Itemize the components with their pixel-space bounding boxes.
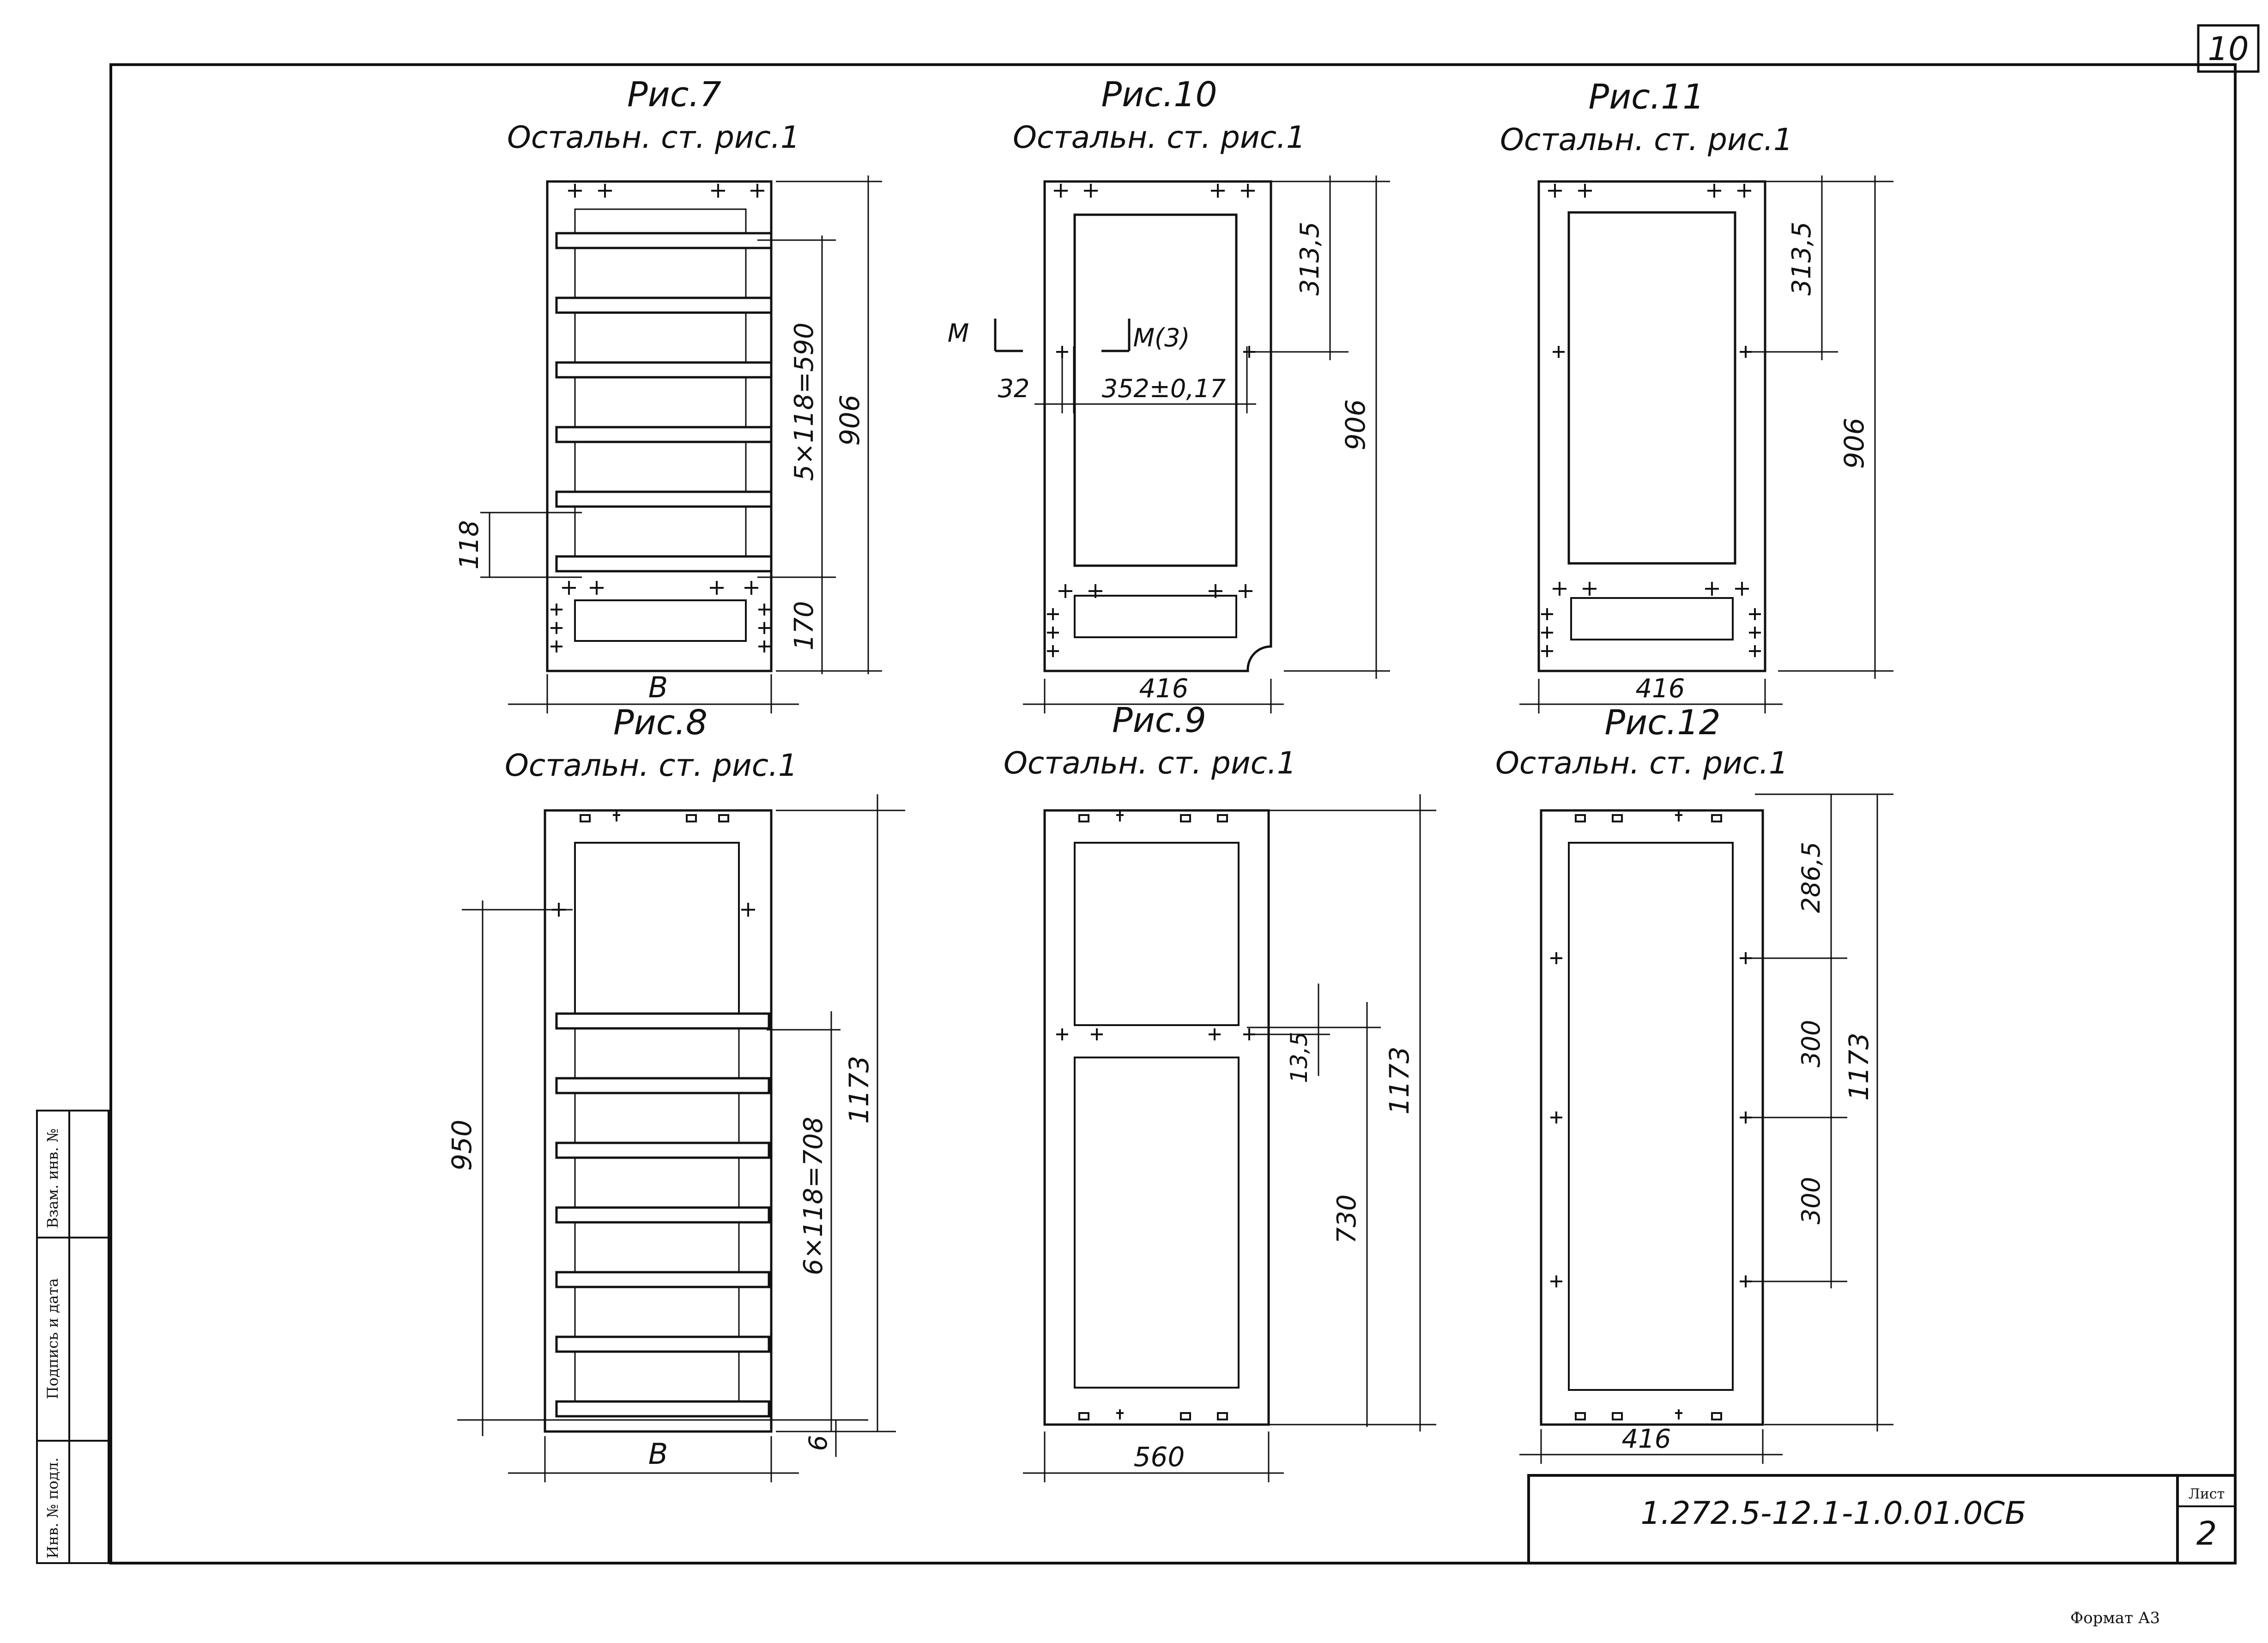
- figure-11: [1519, 175, 1893, 713]
- list-number: 2: [2196, 1515, 2217, 1552]
- figure-9: [1023, 794, 1436, 1482]
- fig9-fasteners: [1056, 811, 1255, 1420]
- fig12-title: Рис.12: [1604, 703, 1720, 743]
- fig8-left-label: 950: [446, 1120, 478, 1171]
- format-label: Формат А3: [2070, 1609, 2160, 1627]
- fig12-dimension-lines: [1519, 793, 1893, 1464]
- sheet-frame: [109, 24, 2260, 1564]
- title-block: [1527, 1474, 2235, 1563]
- fig7-rungs: [555, 232, 773, 573]
- fig7-fasteners: [550, 184, 770, 652]
- figure-10: [994, 175, 1390, 713]
- fig10-span-label: 352±0,17: [1102, 374, 1226, 403]
- figure-7: [480, 175, 882, 713]
- fig12-subtitle: Остальн. ст. рис.1: [1495, 745, 1788, 781]
- fig7-width-label: В: [648, 670, 668, 704]
- fig8-title: Рис.8: [613, 703, 708, 743]
- fig10-height-label: 906: [1340, 399, 1371, 451]
- fig12-top-label: 286,5: [1796, 842, 1826, 913]
- fig11-title: Рис.11: [1588, 77, 1704, 117]
- fig7-subtitle: Остальн. ст. рис.1: [507, 120, 800, 155]
- side-stamp: [36, 1110, 109, 1564]
- fig10-fasteners: [1047, 184, 1255, 657]
- fig10-title: Рис.10: [1101, 75, 1217, 115]
- fig8-width-label: В: [648, 1437, 668, 1471]
- fig8-height-label: 1173: [843, 1056, 875, 1124]
- fig7-dimension-lines: [480, 175, 882, 713]
- fig8-rungs: [555, 1012, 770, 1418]
- fig7-title: Рис.7: [627, 75, 721, 115]
- fig10-width-label: 416: [1139, 674, 1189, 704]
- fig11-subtitle: Остальн. ст. рис.1: [1500, 122, 1793, 157]
- fig8-dimension-lines: [457, 794, 905, 1482]
- fig9-lower-label: 730: [1332, 1195, 1362, 1244]
- fig11-width-label: 416: [1636, 674, 1685, 704]
- fig7-bottom-label: 170: [789, 601, 819, 651]
- fig11-height-label: 906: [1839, 418, 1870, 469]
- fig12-height-label: 1173: [1843, 1033, 1875, 1101]
- fig10-dimension-lines: [994, 175, 1390, 713]
- fig12-width-label: 416: [1622, 1424, 1671, 1454]
- fig9-subtitle: Остальн. ст. рис.1: [1004, 745, 1296, 781]
- fig8-subtitle: Остальн. ст. рис.1: [505, 748, 798, 783]
- fig9-title: Рис.9: [1112, 701, 1206, 740]
- fig9-width-label: 560: [1134, 1441, 1185, 1473]
- fig12-mid1-label: 300: [1796, 1020, 1826, 1067]
- fig7-pitch-label: 5×118=590: [789, 322, 819, 481]
- fig8-bottom-label: 6: [804, 1435, 833, 1451]
- fig8-fasteners: [552, 811, 755, 917]
- fig10-offset-label: 32: [998, 374, 1030, 403]
- fig7-height-label: 906: [834, 395, 865, 446]
- fig11-fasteners: [1541, 184, 1761, 657]
- fig11-dimension-lines: [1519, 175, 1893, 713]
- side-stamp-replace: Взам. инв. №: [44, 1128, 61, 1228]
- fig12-mid2-label: 300: [1796, 1177, 1826, 1224]
- fig10-mark-left: М: [948, 319, 969, 348]
- side-stamp-sign: Подпись и дата: [44, 1278, 61, 1399]
- fig12-fasteners: [1550, 811, 1752, 1420]
- fig10-top-label: 313,5: [1295, 222, 1325, 296]
- list-label: Лист: [2189, 1486, 2225, 1502]
- fig9-gap-label: 13,5: [1286, 1032, 1312, 1083]
- fig10-subtitle: Остальн. ст. рис.1: [1013, 120, 1306, 155]
- figure-12: [1519, 793, 1893, 1464]
- fig8-pitch-label: 6×118=708: [798, 1117, 829, 1275]
- page-corner-number: 10: [2208, 30, 2249, 68]
- fig11-top-label: 313,5: [1787, 222, 1817, 296]
- fig7-step-label: 118: [454, 520, 484, 570]
- figure-8: [457, 794, 905, 1482]
- side-stamp-inv: Инв. № подл.: [44, 1457, 61, 1558]
- fig9-height-label: 1173: [1384, 1046, 1415, 1115]
- fig9-dimension-lines: [1023, 794, 1436, 1482]
- fig10-mark-right: М(3): [1133, 323, 1190, 352]
- designation-code: 1.272.5-12.1-1.0.01.0СБ: [1640, 1495, 2026, 1532]
